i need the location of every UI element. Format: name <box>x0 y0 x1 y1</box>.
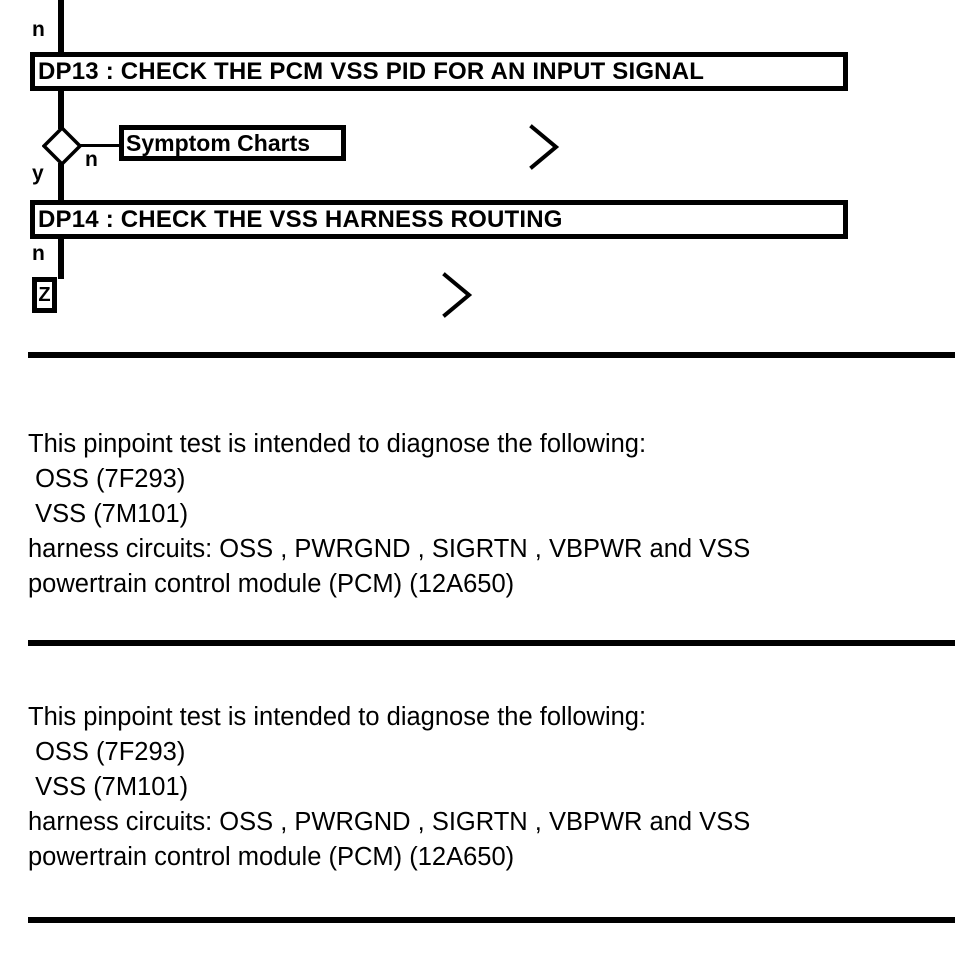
description-line: VSS (7M101) <box>28 500 189 528</box>
horizontal-rule-3 <box>28 917 955 923</box>
edge-label-top-n: n <box>32 18 45 41</box>
description-line: powertrain control module (PCM) (12A650) <box>28 570 515 598</box>
description-line: harness circuits: OSS , PWRGND , SIGRTN … <box>28 535 751 563</box>
connector-line-decision-to-dp14 <box>58 163 64 201</box>
terminal-node-z-label: Z <box>38 284 51 306</box>
decision-diamond[interactable] <box>41 125 83 167</box>
terminal-node-z[interactable]: Z <box>32 277 57 313</box>
chevron-right-icon-upper[interactable] <box>528 123 562 171</box>
connector-line-top <box>58 0 64 54</box>
connector-line-dp13-to-decision <box>58 91 64 129</box>
connector-line-decision-to-symptom-charts <box>80 144 122 147</box>
chevron-right-icon-lower[interactable] <box>441 271 475 319</box>
description-line: powertrain control module (PCM) (12A650) <box>28 843 515 871</box>
description-line: VSS (7M101) <box>28 773 189 801</box>
description-line: This pinpoint test is intended to diagno… <box>28 703 647 731</box>
description-line: harness circuits: OSS , PWRGND , SIGRTN … <box>28 808 751 836</box>
flowchart-diagram: n DP13 : CHECK THE PCM VSS PID FOR AN IN… <box>0 0 960 340</box>
horizontal-rule-1 <box>28 352 955 358</box>
description-line: OSS (7F293) <box>28 465 186 493</box>
description-line: This pinpoint test is intended to diagno… <box>28 430 647 458</box>
edge-label-terminal-n: n <box>32 242 45 265</box>
pinpoint-test-description-2: This pinpoint test is intended to diagno… <box>28 700 938 875</box>
step-box-dp14[interactable]: DP14 : CHECK THE VSS HARNESS ROUTING <box>30 200 848 239</box>
step-box-dp13[interactable]: DP13 : CHECK THE PCM VSS PID FOR AN INPU… <box>30 52 848 91</box>
edge-label-decision-y: y <box>32 162 44 185</box>
link-box-symptom-charts-label: Symptom Charts <box>126 129 311 156</box>
link-box-symptom-charts[interactable]: Symptom Charts <box>119 125 346 161</box>
step-box-dp13-label: DP13 : CHECK THE PCM VSS PID FOR AN INPU… <box>38 57 705 85</box>
connector-line-dp14-to-terminal <box>58 239 64 279</box>
horizontal-rule-2 <box>28 640 955 646</box>
edge-label-decision-n: n <box>85 148 98 171</box>
pinpoint-test-description-1: This pinpoint test is intended to diagno… <box>28 427 938 602</box>
description-line: OSS (7F293) <box>28 738 186 766</box>
step-box-dp14-label: DP14 : CHECK THE VSS HARNESS ROUTING <box>38 205 563 233</box>
